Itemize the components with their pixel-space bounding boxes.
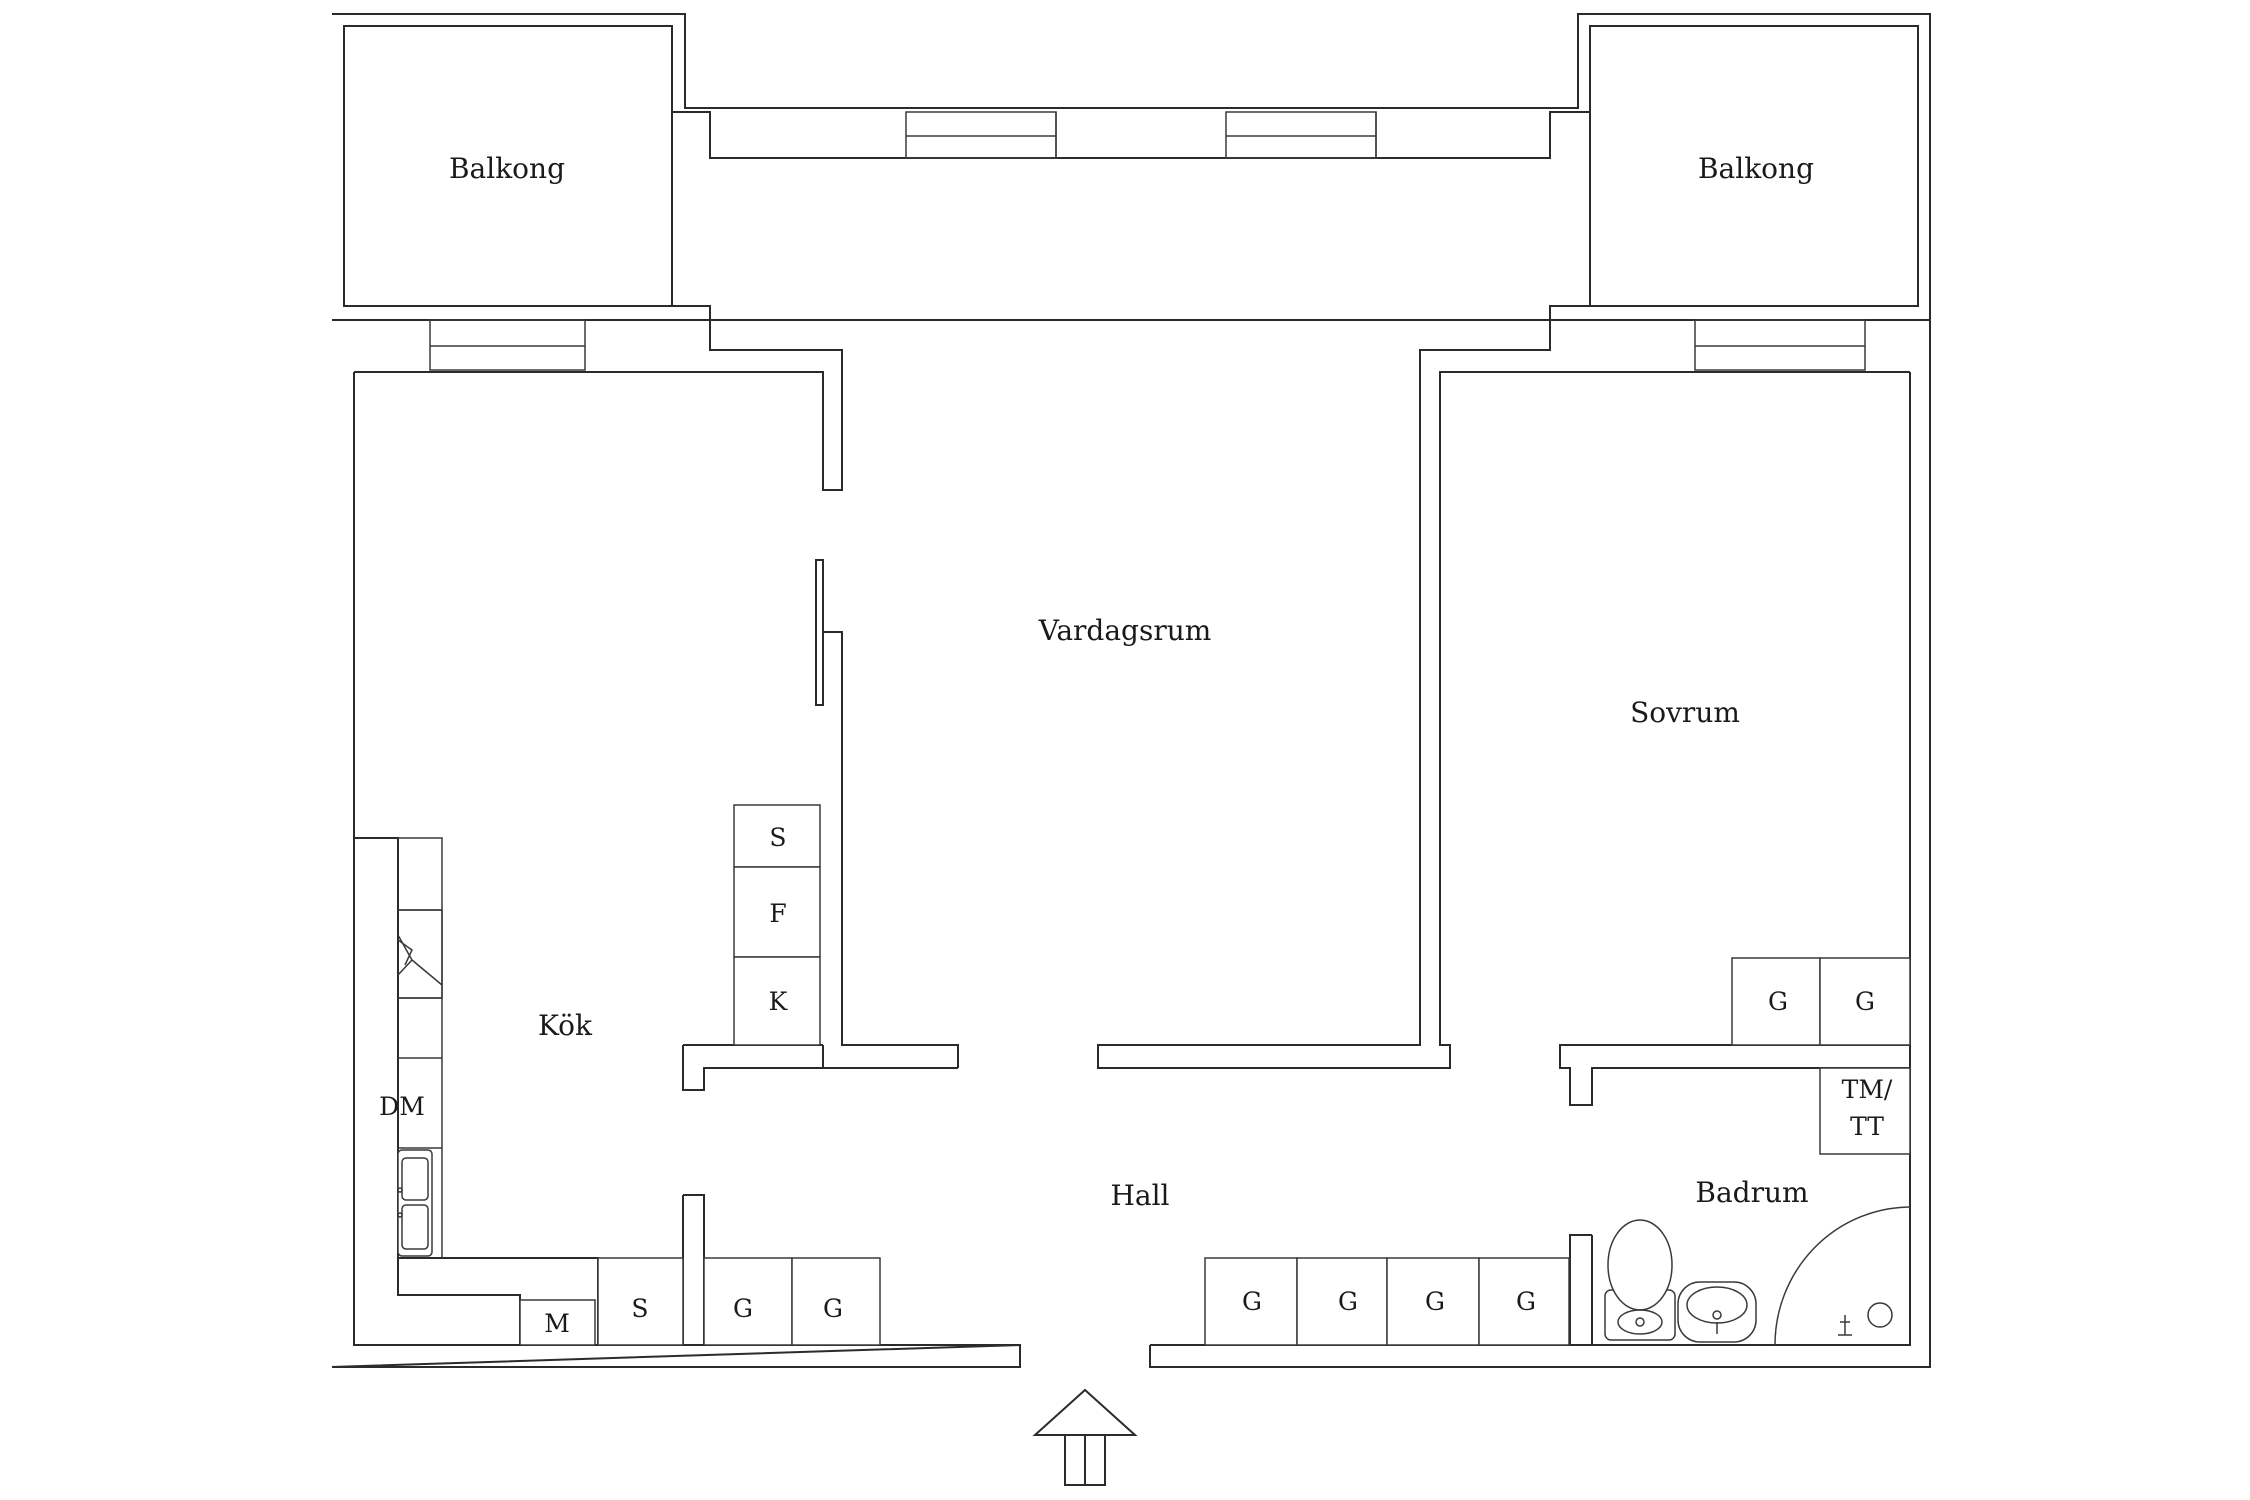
label-bedroom-g1: G (1768, 987, 1788, 1016)
label-dishwasher: DM (379, 1092, 425, 1121)
interior-walls (354, 305, 1910, 1345)
label-kitchen-f: F (769, 899, 786, 928)
label-hall-s: S (631, 1294, 648, 1323)
label-living-room: Vardagsrum (1038, 614, 1212, 647)
label-kitchen-s: S (769, 823, 786, 852)
label-washer-line2: TT (1850, 1112, 1884, 1141)
label-bathroom: Badrum (1695, 1176, 1808, 1209)
label-balcony-left: Balkong (449, 152, 565, 185)
kitchen-counter (354, 837, 599, 1346)
label-hall-g3: G (1242, 1287, 1262, 1316)
label-hall-g4: G (1338, 1287, 1358, 1316)
microwave-box (519, 1299, 596, 1346)
label-hall-g5: G (1425, 1287, 1445, 1316)
bathroom-sink-icon (1677, 1281, 1757, 1343)
entrance-arrow-icon (1032, 1388, 1138, 1486)
kitchen-appliances (733, 804, 821, 1046)
toilet-icon (1604, 1219, 1676, 1341)
label-hall: Hall (1110, 1179, 1169, 1212)
label-hall-g2: G (823, 1294, 843, 1323)
label-kitchen-k: K (769, 987, 789, 1016)
bathroom-fixtures (1604, 1067, 1911, 1346)
hall-wardrobes (597, 1257, 1570, 1346)
label-bedroom-g2: G (1855, 987, 1875, 1016)
label-hall-g6: G (1516, 1287, 1536, 1316)
label-hall-g1: G (733, 1294, 753, 1323)
label-bedroom: Sovrum (1630, 696, 1740, 729)
top-windows (672, 111, 1590, 159)
label-balcony-right: Balkong (1698, 152, 1814, 185)
shower-icon (1774, 1206, 1911, 1346)
balcony-doors (429, 319, 1866, 371)
outer-walls (331, 13, 1931, 1368)
label-microwave: M (544, 1309, 570, 1338)
label-kitchen: Kök (538, 1009, 593, 1042)
bedroom-wardrobes (1731, 957, 1911, 1046)
label-washer-line1: TM/ (1842, 1075, 1893, 1104)
